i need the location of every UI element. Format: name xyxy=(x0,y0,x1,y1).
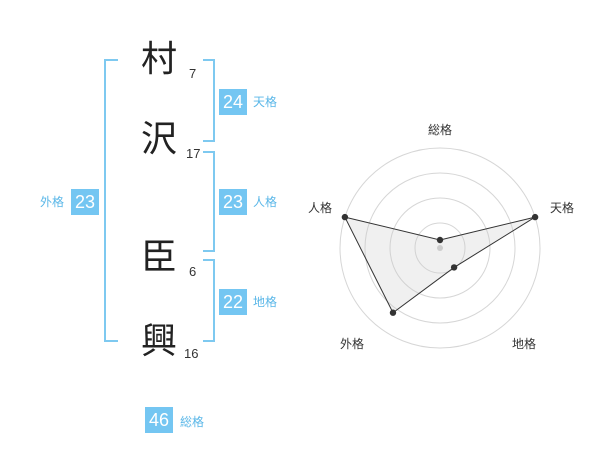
radar-axis-label-3: 地格 xyxy=(512,336,536,351)
chikaku-bracket xyxy=(203,259,215,342)
stroke-count-1: 7 xyxy=(189,66,197,81)
stroke-count-2: 17 xyxy=(186,146,201,161)
radar-grid-ring xyxy=(339,147,541,349)
gaikaku-label: 外格 xyxy=(40,195,65,209)
soukaku-value-badge: 46 xyxy=(145,407,173,433)
radar-axis-label-1: 総格 xyxy=(428,122,452,137)
radar-axis-label-4: 外格 xyxy=(340,336,364,351)
jinkaku-label: 人格 xyxy=(253,195,278,209)
radar-grid-ring xyxy=(389,197,491,299)
radar-center-dot xyxy=(437,245,443,251)
tenkaku-bracket xyxy=(203,59,215,142)
radar-point-5 xyxy=(341,213,349,221)
radar-point-1 xyxy=(436,236,444,244)
radar-area xyxy=(343,216,536,314)
chikaku-value-badge: 22 xyxy=(219,289,247,315)
chikaku-label: 地格 xyxy=(253,295,278,309)
stroke-count-4: 16 xyxy=(184,346,199,361)
name-char-1: 村 xyxy=(140,39,177,80)
radar-grid-ring xyxy=(414,222,466,274)
radar-point-3 xyxy=(450,264,458,271)
radar-axis-label-2: 天格 xyxy=(550,200,574,215)
name-char-2: 沢 xyxy=(140,119,177,160)
radar-point-2 xyxy=(531,213,539,221)
tenkaku-label: 天格 xyxy=(253,95,278,109)
jinkaku-value-badge: 23 xyxy=(219,189,247,215)
soukaku-label: 総格 xyxy=(180,415,205,429)
name-char-3: 臣 xyxy=(140,237,177,278)
radar-grid-ring xyxy=(364,172,516,324)
name-char-4: 興 xyxy=(140,321,177,362)
stroke-count-3: 6 xyxy=(189,264,197,279)
gaikaku-value-badge: 23 xyxy=(71,189,99,215)
radar-point-4 xyxy=(389,309,397,316)
gaikaku-bracket xyxy=(104,59,118,342)
tenkaku-value-badge: 24 xyxy=(219,89,247,115)
jinkaku-bracket xyxy=(203,151,215,252)
radar-axis-label-5: 人格 xyxy=(308,200,332,215)
